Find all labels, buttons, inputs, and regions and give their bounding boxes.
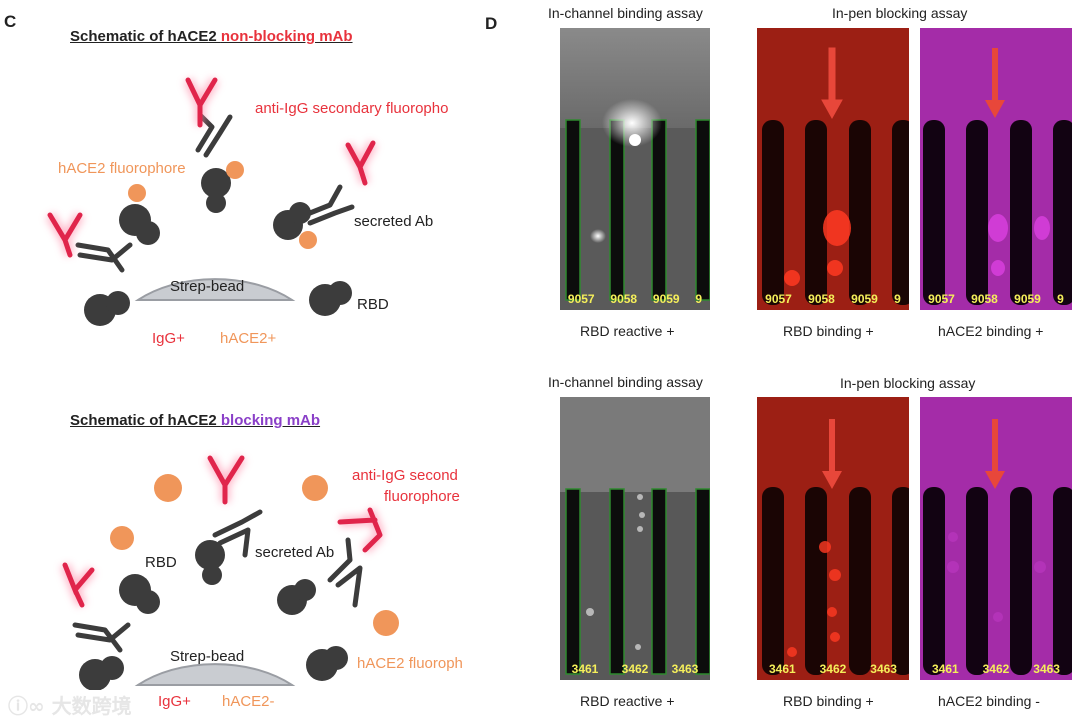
anti-igg-fluorophores-2 xyxy=(60,455,385,608)
watermark: ⓘ∞ 大数跨境 xyxy=(8,690,132,719)
bottom-gray-id-2: 3462 xyxy=(621,662,649,676)
bottom-caption-magenta: hACE2 binding - xyxy=(938,693,1040,709)
bottom-in-pen-title: In-pen blocking assay xyxy=(840,375,976,391)
watermark-logo-icon: ⓘ∞ xyxy=(8,694,45,718)
bottom-gray-id-1: 3461 xyxy=(571,662,599,676)
top-red-id-3: 9059 xyxy=(851,292,878,306)
bottom-magenta-id-3: 3463 xyxy=(1033,662,1060,676)
bottom-red-micrograph: 3461 3462 3463 xyxy=(757,397,909,680)
bottom-anti-igg-line2: fluorophore xyxy=(384,488,460,505)
top-title-colored: non-blocking mAb xyxy=(220,28,353,45)
top-red-id-4: 9 xyxy=(894,292,901,306)
top-hace2-status-label: hACE2+ xyxy=(220,330,277,347)
top-magenta-id-1: 9057 xyxy=(928,292,955,306)
top-red-id-2: 9058 xyxy=(808,292,835,306)
top-magenta-arrow-icon xyxy=(985,48,1005,118)
bottom-title-colored: blocking mAb xyxy=(220,412,321,429)
top-gray-micrograph: 9057 9058 9059 9 xyxy=(560,28,710,310)
bottom-hace2-fluorophore-label: hACE2 fluoroph xyxy=(357,655,463,672)
rbd-blobs-2 xyxy=(79,540,348,690)
top-hace2-fluorophore-label: hACE2 fluorophore xyxy=(58,160,186,177)
bottom-title-prefix: Schematic of hACE2 xyxy=(70,412,221,429)
bottom-gray-id-3: 3463 xyxy=(671,662,699,676)
hace2-blobs xyxy=(128,161,317,249)
bottom-strep-bead-label: Strep-bead xyxy=(170,648,245,665)
bottom-red-id-1: 3461 xyxy=(768,662,796,676)
bottom-schematic-drawing xyxy=(60,455,399,690)
strep-bead-shape-2 xyxy=(134,663,296,686)
strep-bead-shape xyxy=(134,278,296,301)
secreted-abs xyxy=(75,112,355,273)
anti-igg-fluorophores xyxy=(45,77,378,258)
top-gray-id-4: 9 xyxy=(695,292,703,306)
top-gray-id-2: 9058 xyxy=(610,292,638,306)
bottom-caption-red: RBD binding + xyxy=(783,693,874,709)
bottom-magenta-id-2: 3462 xyxy=(982,662,1010,676)
top-caption-gray: RBD reactive + xyxy=(580,323,675,339)
watermark-text: 大数跨境 xyxy=(51,694,132,718)
rbd-blobs xyxy=(84,168,352,326)
bottom-in-channel-title: In-channel binding assay xyxy=(548,374,703,390)
panel-c-label: C xyxy=(4,12,17,31)
panel-d-label: D xyxy=(485,14,498,33)
top-rbd-label: RBD xyxy=(357,296,389,313)
top-red-micrograph: 9057 9058 9059 9 xyxy=(757,28,909,310)
top-title-prefix: Schematic of hACE2 xyxy=(70,28,221,45)
top-schematic-drawing xyxy=(45,77,378,326)
bottom-red-arrow-icon xyxy=(822,419,842,489)
bottom-red-id-2: 3462 xyxy=(819,662,847,676)
bottom-magenta-arrow-icon xyxy=(985,419,1005,489)
bottom-anti-igg-line1: anti-IgG second xyxy=(352,467,458,484)
top-secreted-ab-label: secreted Ab xyxy=(354,213,434,230)
top-red-arrow-icon xyxy=(821,47,843,120)
bottom-rbd-label: RBD xyxy=(145,554,177,571)
bottom-gray-micrograph: 3461 3462 3463 xyxy=(560,397,710,680)
top-anti-igg-label: anti-IgG secondary fluoropho xyxy=(255,100,449,117)
top-gray-id-3: 9059 xyxy=(652,292,680,306)
hace2-blobs-2 xyxy=(110,474,399,636)
top-caption-magenta: hACE2 binding + xyxy=(938,323,1044,339)
bottom-secreted-ab-label: secreted Ab xyxy=(255,544,335,561)
bottom-red-id-3: 3463 xyxy=(870,662,897,676)
top-red-id-1: 9057 xyxy=(765,292,792,306)
secreted-abs-2 xyxy=(72,509,363,653)
bottom-hace2-status-label: hACE2- xyxy=(222,693,275,710)
top-igg-plus-label: IgG+ xyxy=(152,330,185,347)
bottom-magenta-micrograph: 3461 3462 3463 xyxy=(920,397,1072,680)
top-strep-bead-label: Strep-bead xyxy=(170,278,245,295)
top-schematic-title: Schematic of hACE2 non-blocking mAb xyxy=(70,28,353,45)
bottom-schematic-title: Schematic of hACE2 blocking mAb xyxy=(70,412,320,429)
top-magenta-id-2: 9058 xyxy=(971,292,998,306)
top-in-pen-title: In-pen blocking assay xyxy=(832,5,968,21)
bottom-igg-plus-label: IgG+ xyxy=(158,693,191,710)
top-magenta-id-3: 9059 xyxy=(1014,292,1041,306)
top-in-channel-title: In-channel binding assay xyxy=(548,5,703,21)
top-gray-id-1: 9057 xyxy=(567,292,595,306)
top-magenta-id-4: 9 xyxy=(1057,292,1064,306)
top-caption-red: RBD binding + xyxy=(783,323,874,339)
bottom-magenta-id-1: 3461 xyxy=(931,662,959,676)
bottom-caption-gray: RBD reactive + xyxy=(580,693,675,709)
top-magenta-micrograph: 9057 9058 9059 9 xyxy=(920,28,1072,310)
